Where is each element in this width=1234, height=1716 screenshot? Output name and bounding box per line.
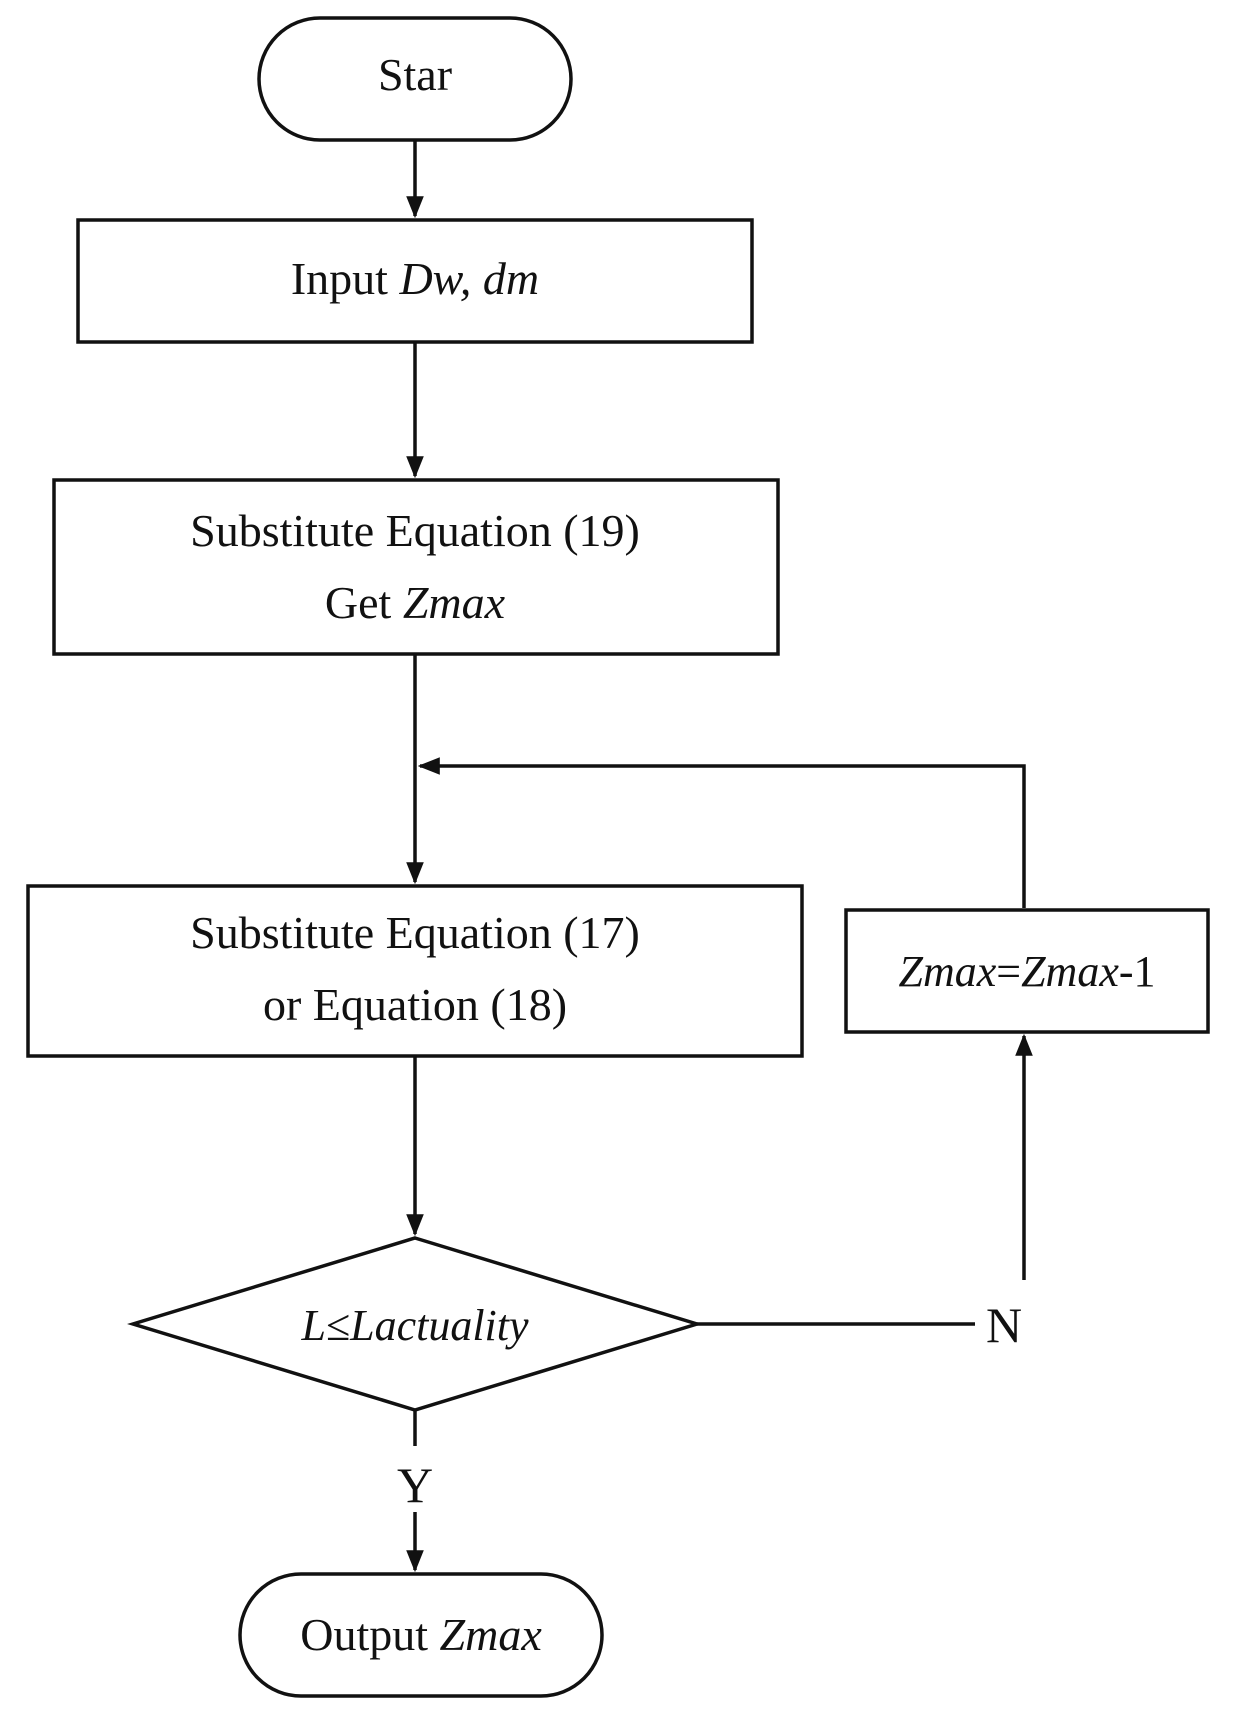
output-prefix: Output: [300, 1609, 439, 1660]
input-prefix: Input: [291, 253, 400, 304]
subst19-line2-prefix: Get: [325, 577, 403, 628]
decrement-eq: =: [996, 947, 1021, 996]
decision-op: ≤: [326, 1301, 350, 1350]
subst19-node: Substitute Equation (19) Get Zmax: [52, 478, 780, 656]
subst19-line2: Get Zmax: [325, 577, 506, 628]
output-var: Zmax: [440, 1609, 543, 1660]
decision-node: L≤Lactuality: [127, 1236, 703, 1412]
decrement-label: Zmax=Zmax-1: [898, 947, 1155, 996]
decrement-node: Zmax=Zmax-1: [844, 908, 1210, 1034]
subst17-node: Substitute Equation (17) or Equation (18…: [26, 884, 804, 1058]
yes-label: Y: [397, 1457, 433, 1513]
input-label: Input Dw, dm: [291, 253, 539, 304]
input-vars: Dw, dm: [398, 253, 539, 304]
decrement-lhs: Zmax: [898, 947, 996, 996]
subst19-line1: Substitute Equation (19): [190, 505, 640, 556]
decrement-rhs: Zmax: [1021, 947, 1119, 996]
decision-label: L≤Lactuality: [300, 1301, 529, 1350]
edge-decrement-loop-back: [417, 757, 1026, 908]
output-label: Output Zmax: [300, 1609, 542, 1660]
decrement-suffix: -1: [1119, 947, 1156, 996]
subst19-line2-var: Zmax: [403, 577, 506, 628]
input-node: Input Dw, dm: [76, 218, 754, 344]
no-label: N: [986, 1297, 1022, 1353]
decision-rhs: Lactuality: [349, 1301, 529, 1350]
output-node: Output Zmax: [238, 1572, 604, 1698]
start-label: Star: [378, 49, 452, 100]
subst17-line1: Substitute Equation (17): [190, 907, 640, 958]
start-node: Star: [257, 16, 573, 142]
decision-lhs: L: [300, 1301, 325, 1350]
subst17-line2: or Equation (18): [263, 979, 567, 1030]
